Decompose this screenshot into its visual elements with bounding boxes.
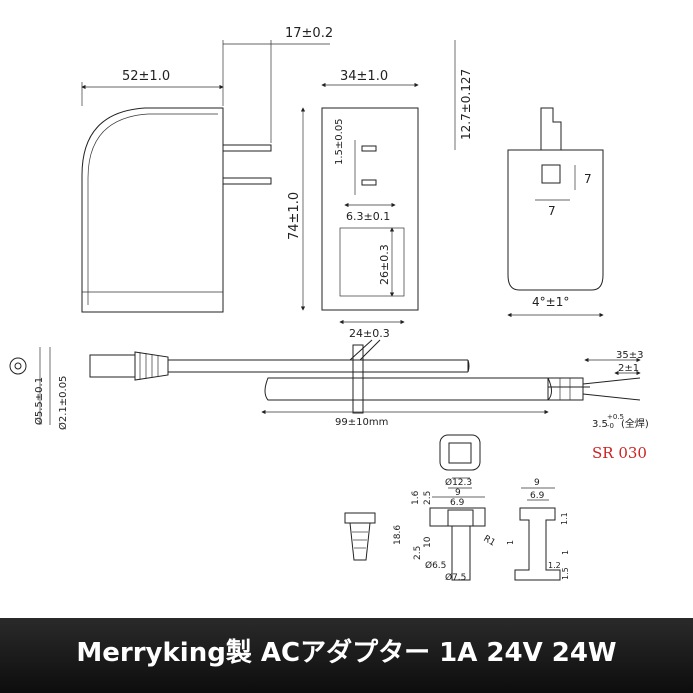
tin-tol-up: +0.5: [607, 413, 624, 421]
relief-diameter-75: Ø7.5: [445, 572, 466, 583]
relief-radius: R1: [482, 534, 497, 549]
adapter-front-body: [321, 107, 419, 311]
dc-plug: [89, 354, 136, 378]
relief-diameter-65: Ø6.5: [425, 560, 446, 571]
plug-outer-diameter: Ø5.5±0.1: [33, 377, 45, 425]
relief-diameter-outer: Ø12.3: [445, 477, 472, 488]
cable-end: [547, 377, 584, 401]
side-width-label: 52±1.0: [122, 69, 170, 84]
strain-relief-detail: Ø12.3 9 6.9 1.6 2.5 18.6 10 2.5 Ø6.5 Ø7.…: [344, 434, 497, 583]
polarity-symbol: [9, 357, 27, 375]
detail-width-9: 9: [534, 478, 540, 488]
strip-short-label: 2±1: [618, 363, 639, 374]
plug-inner-diameter: Ø2.1±0.05: [57, 376, 69, 430]
prong-bottom: [222, 177, 272, 185]
label-area: [339, 227, 405, 297]
adapter-side-body: [81, 107, 224, 313]
square-width-label: 7: [548, 204, 556, 218]
relief-h-16: 1.6: [411, 490, 421, 505]
detail-b1: 1.2: [548, 561, 561, 570]
relief-h-25: 2.5: [423, 491, 433, 505]
model-code: SR 030: [592, 444, 647, 462]
relief-width-69: 6.9: [450, 498, 465, 508]
prong-height-label: 12.7±0.127: [459, 69, 473, 140]
relief-h-10: 10: [423, 536, 433, 548]
detail-b3: 1: [561, 550, 570, 555]
end-body: [507, 149, 604, 291]
tin-tol-down: -0: [607, 422, 614, 430]
prong-length-label: 17±0.2: [285, 26, 333, 41]
detail-b2: 1.5: [561, 567, 570, 580]
label-height-label: 26±0.3: [378, 244, 391, 285]
relief-h-186: 18.6: [393, 525, 403, 545]
tin-length-label: 3.5: [592, 419, 608, 430]
adapter-end-view: 12.7±0.127 7 7 4°±1°: [454, 40, 604, 318]
relief-width-9: 9: [455, 488, 461, 498]
adapter-front-view: 34±1.0 74±1.0 1.5±0.05 6.3±0.1 26±0.3 24…: [287, 69, 419, 340]
detail-t2: 1: [506, 540, 515, 545]
detail-width-69: 6.9: [530, 491, 545, 501]
prong-top: [222, 144, 272, 152]
strip-long-label: 35±3: [616, 350, 643, 361]
label-width-label: 24±0.3: [349, 327, 390, 340]
end-prong: [540, 107, 562, 151]
side-detail: 9 6.9 1.1 1 1.2 1.5 1: [506, 478, 570, 581]
product-title: Merryking製 ACアダプター 1A 24V 24W: [76, 638, 617, 668]
tin-note: (全焊): [621, 417, 649, 430]
detail-t1: 1.1: [560, 512, 569, 525]
cable-length-label: 99±10mm: [335, 417, 388, 428]
front-height-label: 74±1.0: [287, 192, 302, 240]
angle-label: 4°±1°: [532, 295, 569, 309]
pin-pitch-label: 6.3±0.1: [346, 210, 390, 223]
square-height-label: 7: [584, 172, 592, 186]
cable-loop: [264, 377, 552, 401]
dc-cable: Ø5.5±0.1 Ø2.1±0.05 99±10mm 35±3 2±1 3.5 …: [9, 339, 649, 430]
technical-drawing: 52±1.0 17±0.2 34±1.0 74±1.0 1.5±0.05 6.3…: [9, 26, 649, 583]
adapter-side-view: 52±1.0 17±0.2: [81, 26, 333, 313]
slot-width-label: 1.5±0.05: [334, 118, 345, 165]
front-width-label: 34±1.0: [340, 69, 388, 84]
relief-h-25b: 2.5: [413, 546, 423, 560]
product-banner: Merryking製 ACアダプター 1A 24V 24W: [0, 618, 693, 693]
